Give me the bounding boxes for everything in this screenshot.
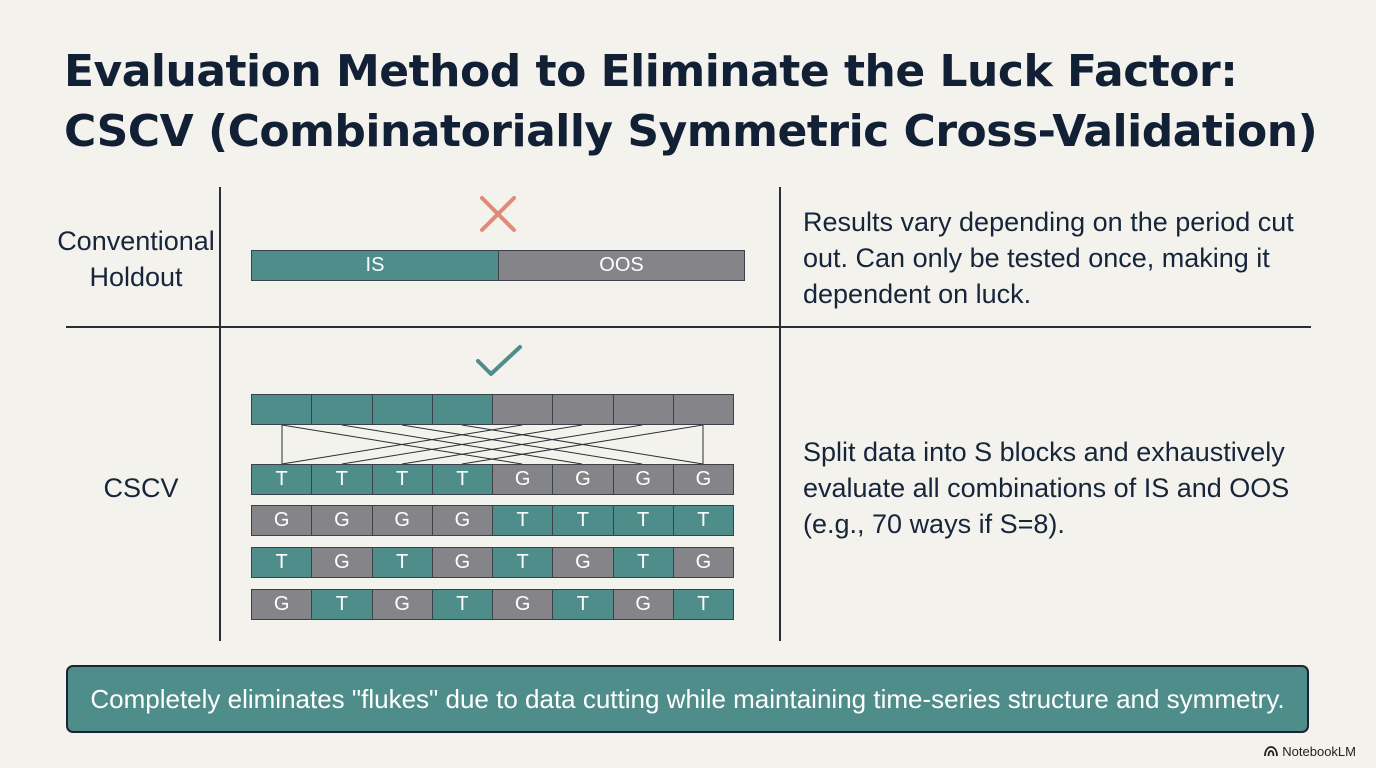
title-line-2: CSCV (Combinatorially Symmetric Cross-Va… xyxy=(64,106,1318,157)
column-divider-left xyxy=(219,187,221,641)
row-divider xyxy=(66,326,1311,328)
holdout-row-label: Conventional Holdout xyxy=(50,223,222,295)
source-block xyxy=(371,395,432,424)
block-cell: G xyxy=(252,506,312,535)
block-cell: G xyxy=(672,465,733,494)
block-cell: T xyxy=(311,590,372,619)
source-block xyxy=(492,395,553,424)
block-cell: G xyxy=(672,548,733,577)
check-icon xyxy=(476,345,522,376)
block-cell: T xyxy=(492,548,553,577)
block-cell: T xyxy=(552,590,613,619)
block-cell: T xyxy=(431,590,492,619)
block-cell: G xyxy=(612,465,673,494)
block-cell: T xyxy=(552,506,613,535)
block-cell: G xyxy=(552,548,613,577)
holdout-label-line-1: Conventional xyxy=(57,226,215,256)
combination-row-3: T G T G T G T G xyxy=(251,547,734,578)
source-block xyxy=(431,395,492,424)
block-cell: G xyxy=(311,506,372,535)
holdout-description: Results vary depending on the period cut… xyxy=(803,207,1294,309)
recombination-lines xyxy=(281,425,704,465)
block-cell: T xyxy=(492,506,553,535)
block-cell: T xyxy=(371,465,432,494)
brand-label: NotebookLM xyxy=(1282,744,1356,759)
title-line-1: Evaluation Method to Eliminate the Luck … xyxy=(64,46,1238,97)
source-block xyxy=(552,395,613,424)
source-blocks xyxy=(251,394,734,425)
block-cell: T xyxy=(672,590,733,619)
source-block xyxy=(672,395,733,424)
holdout-oos-segment: OOS xyxy=(498,251,744,280)
holdout-label-line-2: Holdout xyxy=(89,262,183,292)
block-cell: G xyxy=(252,590,312,619)
holdout-bar: IS OOS xyxy=(251,250,745,281)
block-cell: T xyxy=(612,548,673,577)
source-block xyxy=(612,395,673,424)
block-cell: T xyxy=(431,465,492,494)
page-title: Evaluation Method to Eliminate the Luck … xyxy=(64,42,1324,162)
column-divider-right xyxy=(779,187,781,641)
block-cell: G xyxy=(371,506,432,535)
block-cell: G xyxy=(492,590,553,619)
source-block xyxy=(252,395,312,424)
block-cell: T xyxy=(252,465,312,494)
cross-icon xyxy=(480,196,516,232)
combination-row-4: G T G T G T G T xyxy=(251,589,734,620)
block-cell: G xyxy=(492,465,553,494)
block-cell: T xyxy=(612,506,673,535)
block-cell: T xyxy=(371,548,432,577)
cscv-row-label: CSCV xyxy=(103,473,179,503)
cscv-description: Split data into S blocks and exhaustivel… xyxy=(803,437,1290,539)
source-block xyxy=(311,395,372,424)
summary-banner: Completely eliminates "flukes" due to da… xyxy=(66,665,1309,733)
block-cell: G xyxy=(431,548,492,577)
block-cell: G xyxy=(552,465,613,494)
block-cell: G xyxy=(371,590,432,619)
holdout-is-segment: IS xyxy=(252,251,498,280)
block-cell: T xyxy=(311,465,372,494)
block-cell: G xyxy=(612,590,673,619)
block-cell: T xyxy=(252,548,312,577)
block-cell: T xyxy=(672,506,733,535)
combination-row-1: T T T T G G G G xyxy=(251,464,734,495)
notebooklm-brand: NotebookLM xyxy=(1264,744,1356,759)
block-cell: G xyxy=(311,548,372,577)
notebooklm-logo-icon xyxy=(1264,746,1279,757)
combination-row-2: G G G G T T T T xyxy=(251,505,734,536)
block-cell: G xyxy=(431,506,492,535)
